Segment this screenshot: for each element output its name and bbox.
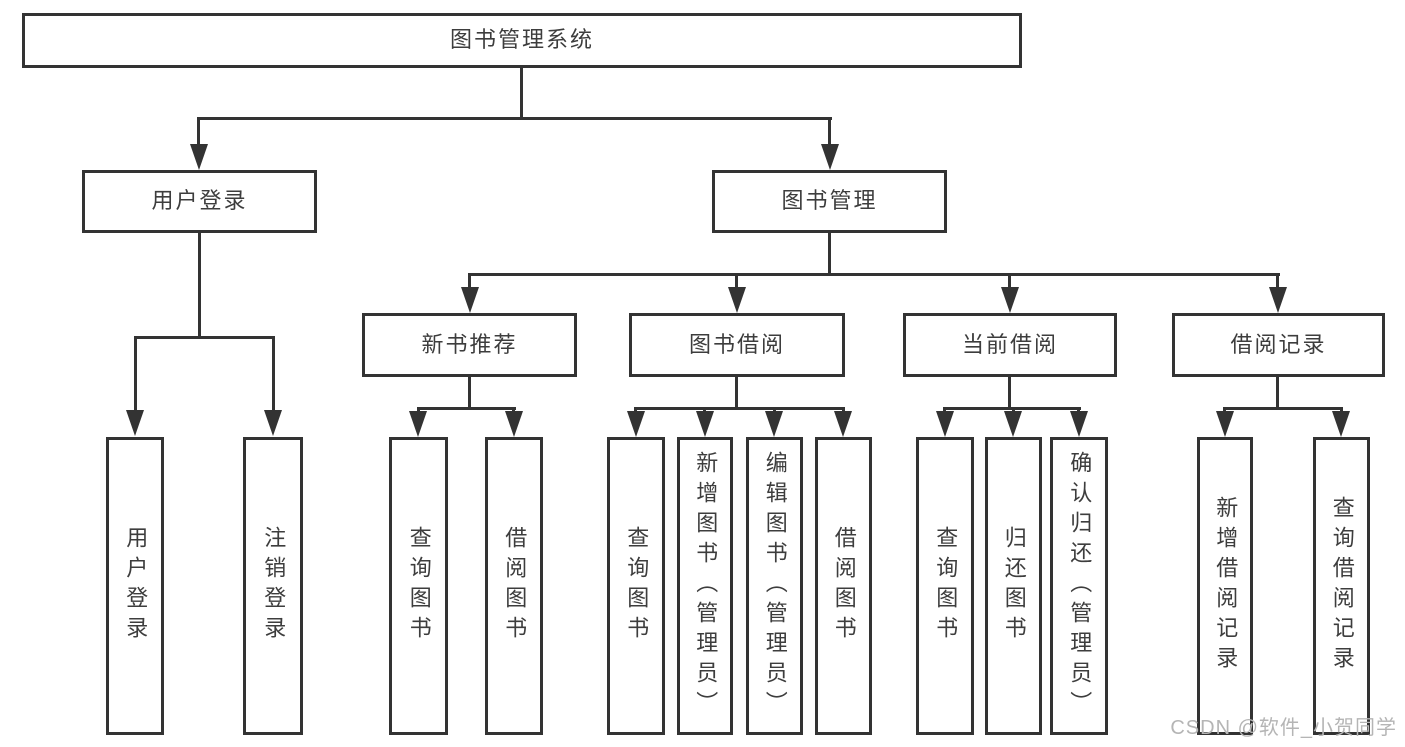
arrow-down-icon	[1001, 287, 1019, 313]
node-borrow-books-recommend: 借阅图书	[485, 437, 543, 735]
arrow-down-icon	[264, 410, 282, 436]
node-logout: 注销登录	[243, 437, 303, 735]
arrow-down-icon	[190, 144, 208, 170]
connector-bar	[1223, 407, 1343, 410]
arrow-down-icon	[627, 411, 645, 437]
node-system: 图书管理系统	[22, 13, 1022, 68]
arrow-down-icon	[834, 411, 852, 437]
arrow-down-icon	[1269, 287, 1287, 313]
connector-stem	[828, 233, 831, 273]
arrow-down-icon	[1070, 411, 1088, 437]
arrow-down-icon	[728, 287, 746, 313]
connector-stem	[1276, 377, 1279, 407]
connector-bar	[417, 407, 516, 410]
connector-drop	[828, 117, 831, 149]
watermark: CSDN @软件_小贺同学	[1170, 717, 1397, 739]
node-borrowing-records: 借阅记录	[1172, 313, 1385, 377]
connector-bar	[468, 273, 1280, 276]
connector-bar	[634, 407, 845, 410]
connector-drop	[468, 273, 471, 291]
node-confirm-return-admin: 确认归还（管理员）	[1050, 437, 1108, 735]
node-add-borrow-record: 新增借阅记录	[1197, 437, 1253, 735]
node-query-books-recommend: 查询图书	[389, 437, 448, 735]
node-query-books-current: 查询图书	[916, 437, 974, 735]
arrow-down-icon	[505, 411, 523, 437]
arrow-down-icon	[461, 287, 479, 313]
node-user-login: 用户登录	[82, 170, 317, 233]
connector-stem	[468, 377, 471, 407]
arrow-down-icon	[821, 144, 839, 170]
connector-stem	[520, 68, 523, 117]
arrow-down-icon	[936, 411, 954, 437]
connector-drop	[197, 117, 200, 149]
connector-drop	[134, 336, 137, 414]
connector-drop	[272, 336, 275, 414]
connector-bar	[198, 117, 832, 120]
connector-drop	[735, 273, 738, 291]
arrow-down-icon	[1004, 411, 1022, 437]
node-edit-books-admin: 编辑图书（管理员）	[746, 437, 803, 735]
arrow-down-icon	[696, 411, 714, 437]
node-borrow-books: 借阅图书	[815, 437, 872, 735]
arrow-down-icon	[765, 411, 783, 437]
connector-drop	[1008, 273, 1011, 291]
arrow-down-icon	[1216, 411, 1234, 437]
arrow-down-icon	[126, 410, 144, 436]
arrow-down-icon	[1332, 411, 1350, 437]
node-query-borrow-record: 查询借阅记录	[1313, 437, 1370, 735]
arrow-down-icon	[409, 411, 427, 437]
node-current-borrowing: 当前借阅	[903, 313, 1117, 377]
node-book-borrowing: 图书借阅	[629, 313, 845, 377]
connector-bar	[134, 336, 275, 339]
node-book-management: 图书管理	[712, 170, 947, 233]
node-return-books: 归还图书	[985, 437, 1042, 735]
connector-stem	[198, 233, 201, 336]
connector-stem	[1008, 377, 1011, 407]
connector-drop	[1276, 273, 1279, 291]
node-add-books-admin: 新增图书（管理员）	[677, 437, 733, 735]
node-new-book-recommend: 新书推荐	[362, 313, 577, 377]
node-user-login-action: 用户登录	[106, 437, 164, 735]
connector-stem	[735, 377, 738, 407]
node-query-books-borrowing: 查询图书	[607, 437, 665, 735]
